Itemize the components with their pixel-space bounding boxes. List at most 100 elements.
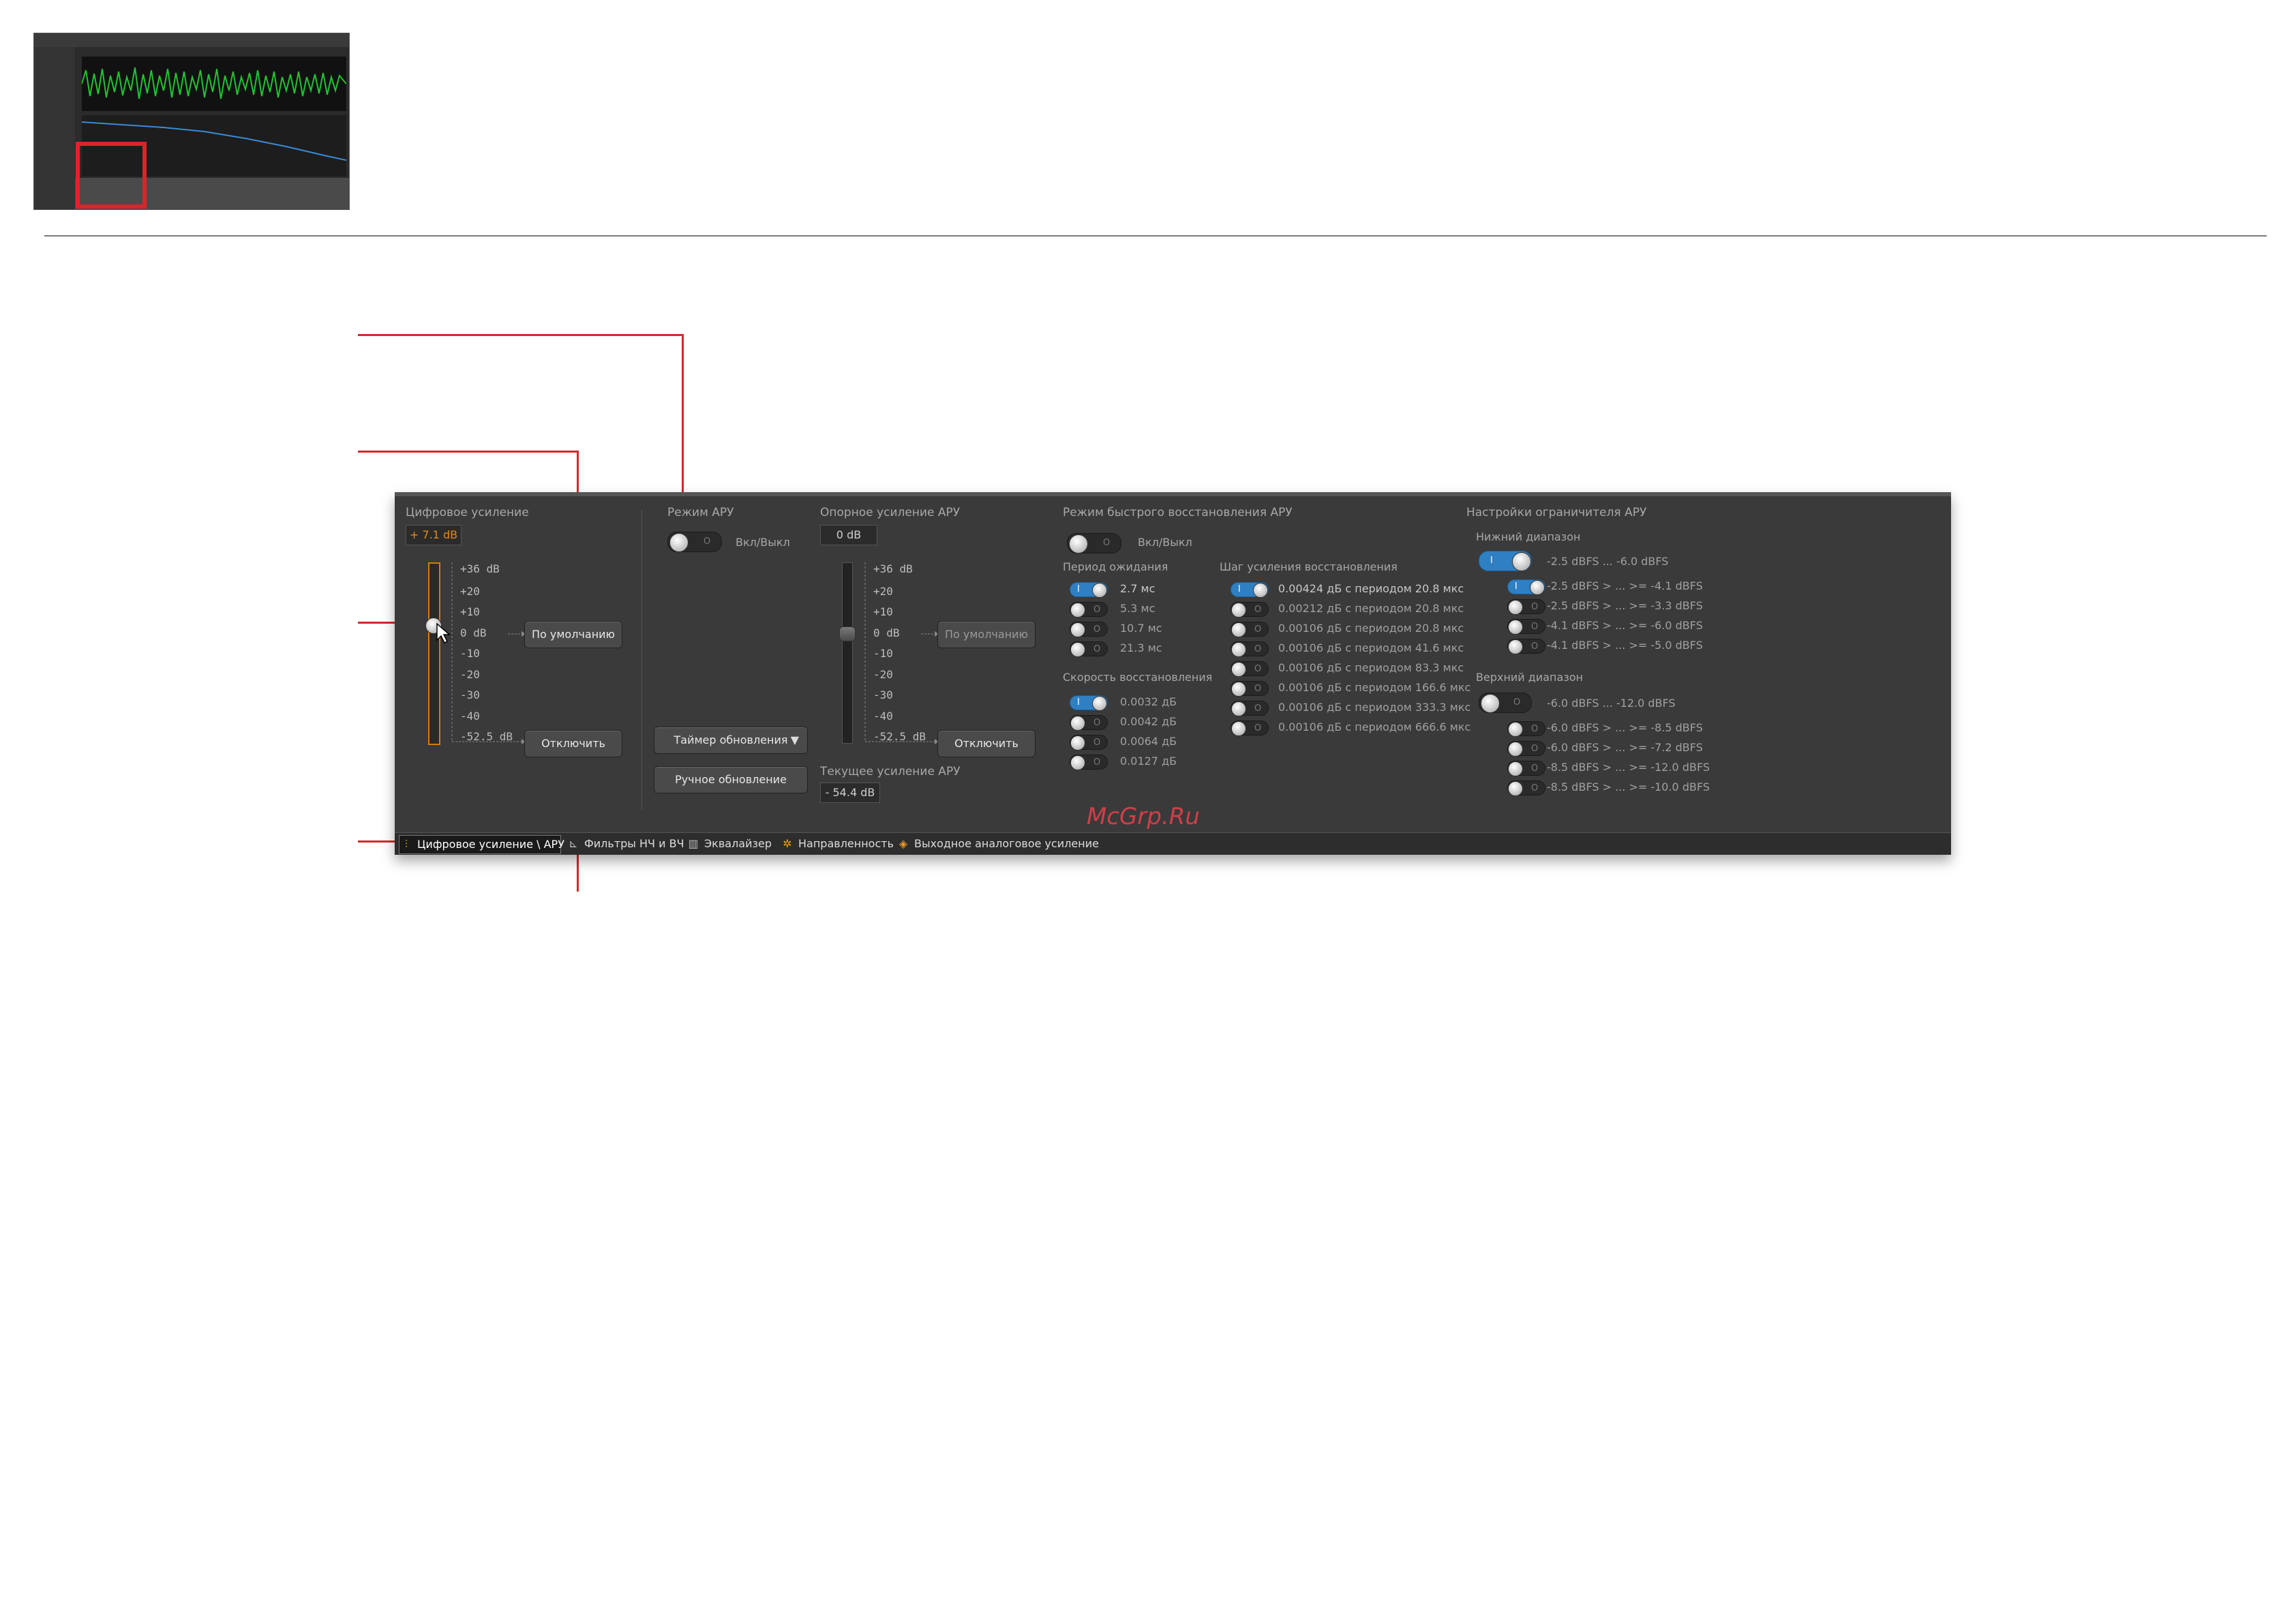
- lower-range-option-label: -2.5 dBFS > ... >= -3.3 dBFS: [1547, 599, 1703, 612]
- step-option-label: 0.00106 дБ с периодом 41.6 мкс: [1278, 641, 1464, 654]
- wait-option-toggle[interactable]: O: [1070, 622, 1108, 637]
- wait-option-toggle[interactable]: O: [1070, 602, 1108, 618]
- fast-recovery-toggle-label: Вкл/Выкл: [1138, 536, 1192, 549]
- lower-range-option-toggle[interactable]: I: [1507, 579, 1545, 595]
- step-option-label: 0.00106 дБ с периодом 20.8 мкс: [1278, 622, 1464, 635]
- lower-range-toggle[interactable]: I: [1479, 551, 1532, 571]
- toggle-off-mark: O: [704, 536, 711, 547]
- callout-line: [358, 840, 396, 843]
- upper-range-option-toggle[interactable]: O: [1507, 761, 1545, 776]
- agc-reference-disable-button[interactable]: Отключить: [937, 730, 1036, 757]
- agc-panel: Цифровое усиление + 7.1 dB +36 dB +20 +1…: [395, 492, 1951, 855]
- lower-range-main-label: -2.5 dBFS ... -6.0 dBFS: [1547, 555, 1669, 568]
- tab-output-gain[interactable]: ◈ Выходное аналоговое усиление: [896, 835, 1099, 853]
- wait-option-toggle[interactable]: I: [1070, 582, 1108, 598]
- recovery-step-title: Шаг усиления восстановления: [1220, 560, 1398, 573]
- digital-gain-scale-label: -40: [460, 710, 480, 723]
- lower-range-option-toggle[interactable]: O: [1507, 639, 1545, 654]
- agc-reference-value: 0 dB: [820, 525, 877, 545]
- gain-icon: ⫶: [404, 838, 408, 851]
- lower-range-option-label: -2.5 dBFS > ... >= -4.1 dBFS: [1547, 579, 1703, 592]
- limiter-title: Настройки ограничителя АРУ: [1466, 506, 1647, 519]
- callout-line: [358, 451, 578, 453]
- step-option-label: 0.00212 дБ с периодом 20.8 мкс: [1278, 602, 1464, 615]
- agc-mode-toggle[interactable]: O: [667, 532, 722, 552]
- digital-gain-scale-ticks: [451, 562, 453, 742]
- agc-current-value: - 54.4 dB: [820, 783, 880, 803]
- step-option-toggle[interactable]: O: [1230, 622, 1269, 637]
- speed-option-label: 0.0032 дБ: [1120, 695, 1177, 708]
- fast-recovery-toggle[interactable]: O: [1067, 533, 1121, 553]
- upper-range-toggle[interactable]: O: [1479, 693, 1532, 713]
- lower-range-option-label: -4.1 dBFS > ... >= -5.0 dBFS: [1547, 639, 1703, 652]
- upper-range-option-label: -6.0 dBFS > ... >= -7.2 dBFS: [1547, 741, 1703, 754]
- arrow-right-icon: [921, 631, 939, 637]
- step-option-toggle[interactable]: O: [1230, 641, 1269, 657]
- agc-reference-slider-knob[interactable]: [839, 626, 856, 641]
- timer-update-button[interactable]: Таймер обновления ▼: [654, 727, 808, 754]
- wait-option-toggle[interactable]: O: [1070, 641, 1108, 657]
- recovery-speed-title: Скорость восстановления: [1063, 671, 1213, 684]
- upper-range-option-label: -8.5 dBFS > ... >= -10.0 dBFS: [1547, 780, 1710, 793]
- manual-update-button[interactable]: Ручное обновление: [654, 766, 808, 793]
- equalizer-icon: ▥: [688, 837, 699, 850]
- digital-gain-disable-button[interactable]: Отключить: [524, 730, 622, 757]
- digital-gain-scale-label: 0 dB: [460, 626, 487, 639]
- output-gain-icon: ◈: [898, 837, 908, 850]
- watermark: McGrp.Ru: [1087, 803, 1200, 830]
- speed-option-label: 0.0127 дБ: [1120, 755, 1177, 768]
- agc-reference-scale-ticks: [864, 562, 866, 742]
- lower-range-option-toggle[interactable]: O: [1507, 599, 1545, 615]
- digital-gain-default-button[interactable]: По умолчанию: [524, 621, 622, 648]
- speed-option-toggle[interactable]: O: [1070, 755, 1108, 770]
- wait-option-label: 21.3 мс: [1120, 641, 1162, 654]
- speed-option-toggle[interactable]: O: [1070, 715, 1108, 731]
- speed-option-label: 0.0064 дБ: [1120, 735, 1177, 748]
- digital-gain-slider-track[interactable]: [428, 562, 440, 745]
- step-option-toggle[interactable]: O: [1230, 721, 1269, 736]
- step-option-toggle[interactable]: I: [1230, 582, 1269, 598]
- lower-range-option-toggle[interactable]: O: [1507, 619, 1545, 635]
- step-option-toggle[interactable]: O: [1230, 602, 1269, 618]
- digital-gain-scale-label: -20: [460, 668, 480, 681]
- wait-period-title: Период ожидания: [1063, 560, 1168, 573]
- timer-update-label: Таймер обновления: [674, 733, 788, 746]
- tab-bar: ⫶Цифровое усиление \ АРУ ⊾Фильтры НЧ и В…: [395, 832, 1951, 855]
- speed-option-toggle[interactable]: I: [1070, 695, 1108, 711]
- agc-reference-scale-label: -40: [873, 710, 893, 723]
- digital-gain-scale-label: +10: [460, 605, 480, 618]
- tab-label: Фильтры НЧ и ВЧ: [584, 837, 684, 850]
- agc-reference-scale-label: +10: [873, 605, 893, 618]
- step-option-toggle[interactable]: O: [1230, 661, 1269, 677]
- upper-range-option-label: -6.0 dBFS > ... >= -8.5 dBFS: [1547, 721, 1703, 734]
- spectrum-thumb: [81, 121, 347, 161]
- agc-reference-slider-track[interactable]: [842, 562, 853, 744]
- step-option-toggle[interactable]: O: [1230, 681, 1269, 697]
- step-option-label: 0.00106 дБ с периодом 166.6 мкс: [1278, 681, 1471, 694]
- upper-range-option-toggle[interactable]: O: [1507, 721, 1545, 737]
- tab-directivity[interactable]: ✲Направленность: [781, 835, 894, 853]
- agc-current-title: Текущее усиление АРУ: [820, 765, 961, 778]
- digital-gain-scale-label: +20: [460, 585, 480, 598]
- agc-mode-toggle-label: Вкл/Выкл: [736, 536, 790, 549]
- arrow-right-icon: [452, 739, 526, 744]
- agc-reference-scale-label: -52.5 dB: [873, 730, 926, 743]
- step-option-toggle[interactable]: O: [1230, 701, 1269, 716]
- wait-option-label: 2.7 мс: [1120, 582, 1155, 595]
- digital-gain-scale-label: +36 dB: [460, 562, 500, 575]
- thumbnail-highlight: [76, 142, 147, 209]
- agc-reference-default-button[interactable]: По умолчанию: [937, 621, 1036, 648]
- tab-label: Эквалайзер: [704, 837, 772, 850]
- tab-filters[interactable]: ⊾Фильтры НЧ и ВЧ: [567, 835, 684, 853]
- tab-label: Выходное аналоговое усиление: [914, 837, 1099, 850]
- lower-range-option-label: -4.1 dBFS > ... >= -6.0 dBFS: [1547, 619, 1703, 632]
- divider-line: [44, 235, 2267, 237]
- tab-digital-gain-agc[interactable]: ⫶Цифровое усиление \ АРУ: [399, 835, 564, 854]
- toggle-off-mark: O: [1103, 538, 1111, 548]
- upper-range-option-toggle[interactable]: O: [1507, 780, 1545, 796]
- speed-option-toggle[interactable]: O: [1070, 735, 1108, 750]
- tab-equalizer[interactable]: ▥ Эквалайзер: [686, 835, 772, 853]
- direction-icon: ✲: [783, 837, 792, 850]
- upper-range-option-toggle[interactable]: O: [1507, 741, 1545, 757]
- agc-reference-scale-label: +36 dB: [873, 562, 913, 575]
